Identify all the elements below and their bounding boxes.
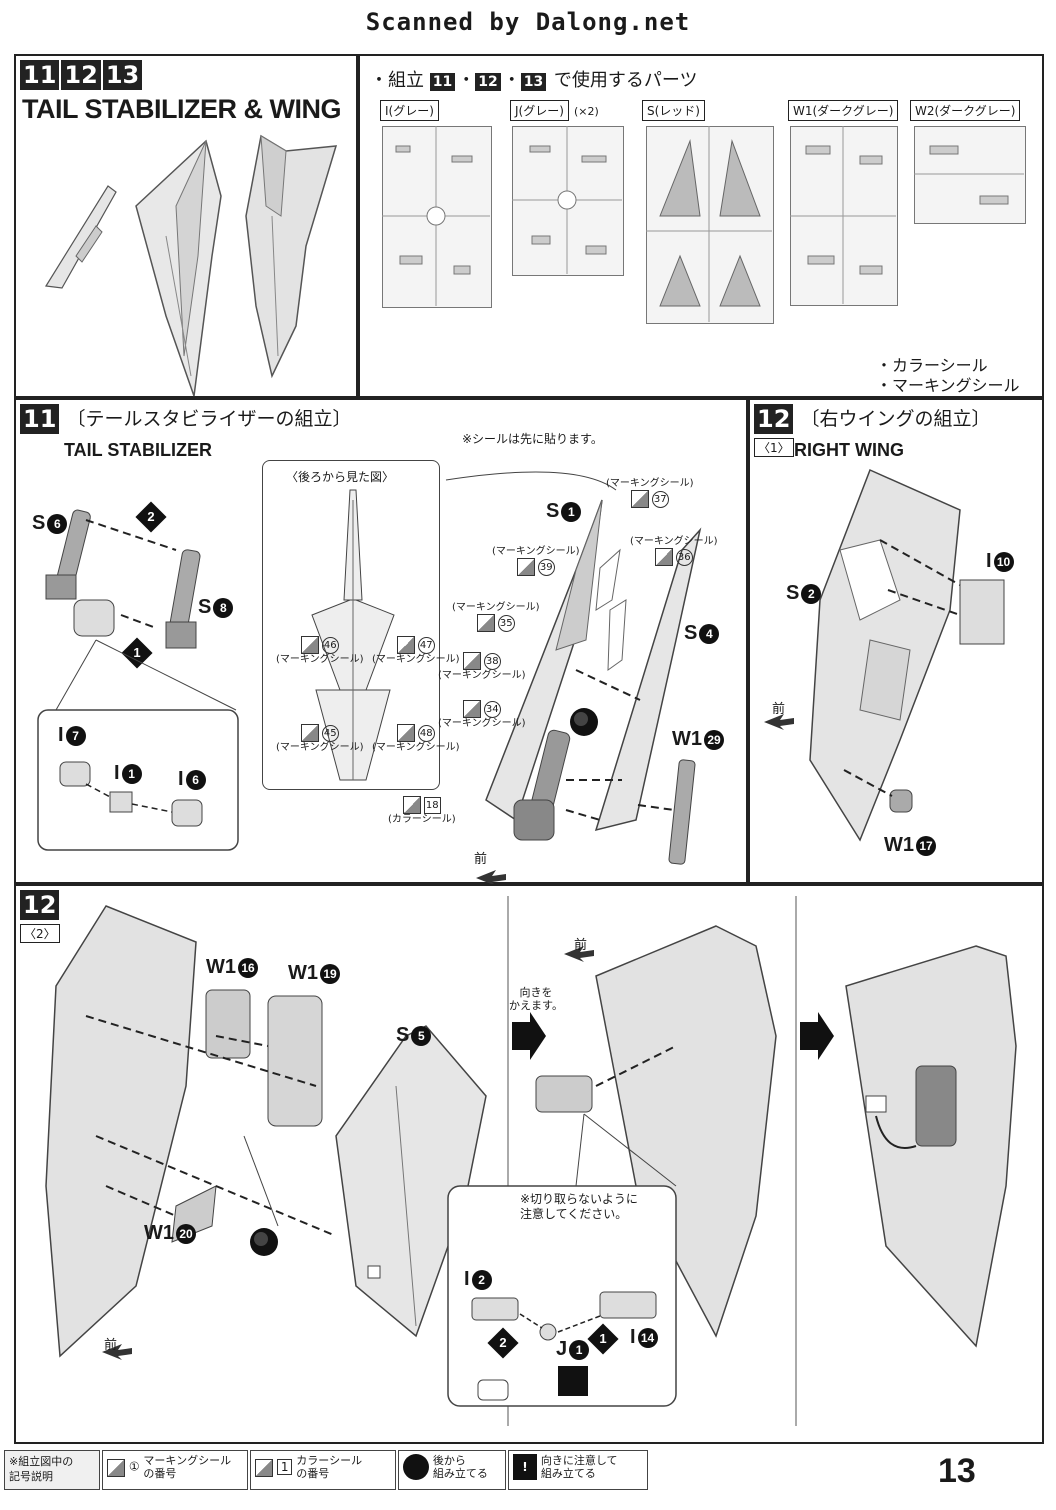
parts-heading: ・組立 11・12・13 で使用するパーツ [370, 70, 698, 91]
step-12-1-title-jp: 〔右ウイングの組立〕 [800, 408, 991, 430]
legend-orientation: ! 向きに注意して 組み立てる [508, 1450, 648, 1490]
legend-title: ※組立図中の 記号説明 [4, 1450, 100, 1490]
page-number: 13 [938, 1452, 976, 1490]
runner-i-label: I(グレー) [380, 100, 439, 121]
rear-view-illustration [311, 489, 395, 781]
step-12-2-illustration [45, 896, 1017, 1426]
runner-s-label: S(レッド) [642, 100, 705, 121]
step-num: 13 [520, 73, 547, 91]
step-num: 11 [20, 404, 60, 434]
assemble-later-icon [403, 1454, 429, 1480]
warning-icon: ! [513, 1454, 537, 1480]
seal-37: (マーキングシール)37 [606, 478, 694, 508]
front-label: 前 [772, 702, 786, 717]
step-11-note: ※シールは先に貼ります。 [462, 432, 603, 446]
scan-credit: Scanned by Dalong.net [365, 8, 691, 36]
step-12-2-sub: 〈2〉 [20, 924, 60, 943]
parts-box: ・組立 11・12・13 で使用するパーツ I(グレー) J(グレー) (×2)… [358, 54, 1044, 398]
step-num: 12 [20, 890, 60, 920]
parts-extras: ・カラーシール ・マーキングシール [876, 356, 1020, 396]
right-wing-illustration [764, 468, 1005, 842]
step-11-main-illustration [445, 471, 702, 886]
runner-w1-label: W1(ダークグレー) [788, 100, 899, 121]
completed-tail-illustration [44, 134, 338, 397]
legend-marking-seal: ① マーキングシール の番号 [102, 1450, 248, 1490]
step-num: 12 [475, 73, 501, 91]
cut-warning-note: ※切り取らないように 注意してください。 [520, 1192, 638, 1221]
legend-color-seal: 1 カラーシール の番号 [250, 1450, 396, 1490]
step-12-2-header: 12 [20, 890, 61, 920]
front-label: 前 [574, 938, 588, 953]
seal-34: 34(マーキングシール) [438, 700, 526, 730]
step-2-marker: 2 [487, 1327, 519, 1359]
step-11-title-en: TAIL STABILIZER [64, 440, 212, 460]
runner-j-count: (×2) [574, 105, 599, 118]
step-12-1-header: 12 〔右ウイングの組立〕 [754, 404, 991, 434]
step-11-title-jp: 〔テールスタビライザーの組立〕 [66, 408, 352, 430]
runner-w2-label: W2(ダークグレー) [910, 100, 1021, 121]
rear-view-title: 〈後ろから見た図〉 [286, 470, 395, 484]
seal-47: 47(マーキングシール) [372, 636, 460, 666]
seal-45: 45(マーキングシール) [276, 724, 364, 754]
extra-color-seal: ・カラーシール [876, 356, 988, 375]
seal-18: 18(カラーシール) [388, 796, 456, 826]
step-num: 11 [429, 73, 456, 91]
turn-note: 向きを かえます。 [509, 986, 563, 1012]
step-11-panel: 11 〔テールスタビライザーの組立〕 TAIL STABILIZER ※シールは… [14, 398, 748, 886]
seal-35: (マーキングシール)35 [452, 602, 540, 632]
runner-w2-sprue [914, 126, 1026, 224]
step-11-header: 11 〔テールスタビライザーの組立〕 [20, 404, 352, 434]
legend-assemble-later: 後から 組み立てる [398, 1450, 506, 1490]
step-12-1-title-en: RIGHT WING [794, 440, 904, 460]
parts-heading-suffix: で使用するパーツ [553, 70, 698, 91]
step-num: 11 [20, 60, 60, 90]
parts-heading-prefix: ・組立 [370, 70, 424, 91]
page-title: TAIL STABILIZER & WING [22, 94, 341, 124]
front-label: 前 [474, 852, 488, 867]
front-label: 前 [104, 1338, 118, 1353]
seal-48: 48(マーキングシール) [372, 724, 460, 754]
seal-36: (マーキングシール)36 [630, 536, 718, 566]
seal-38: 38(マーキングシール) [438, 652, 526, 682]
step-num: 12 [754, 404, 794, 434]
step-1-marker: 1 [587, 1323, 619, 1355]
step-12-2-panel: 12 〈2〉 [14, 884, 1044, 1444]
runner-j-label: J(グレー) (×2) [510, 100, 599, 121]
step-num: 12 [61, 60, 101, 90]
runner-details [382, 126, 1024, 322]
seal-46: 46(マーキングシール) [276, 636, 364, 666]
step-12-1-sub: 〈1〉 [754, 438, 794, 457]
extra-marking-seal: ・マーキングシール [876, 376, 1020, 395]
step-num: 13 [102, 60, 143, 90]
seal-39: (マーキングシール)39 [492, 546, 580, 576]
